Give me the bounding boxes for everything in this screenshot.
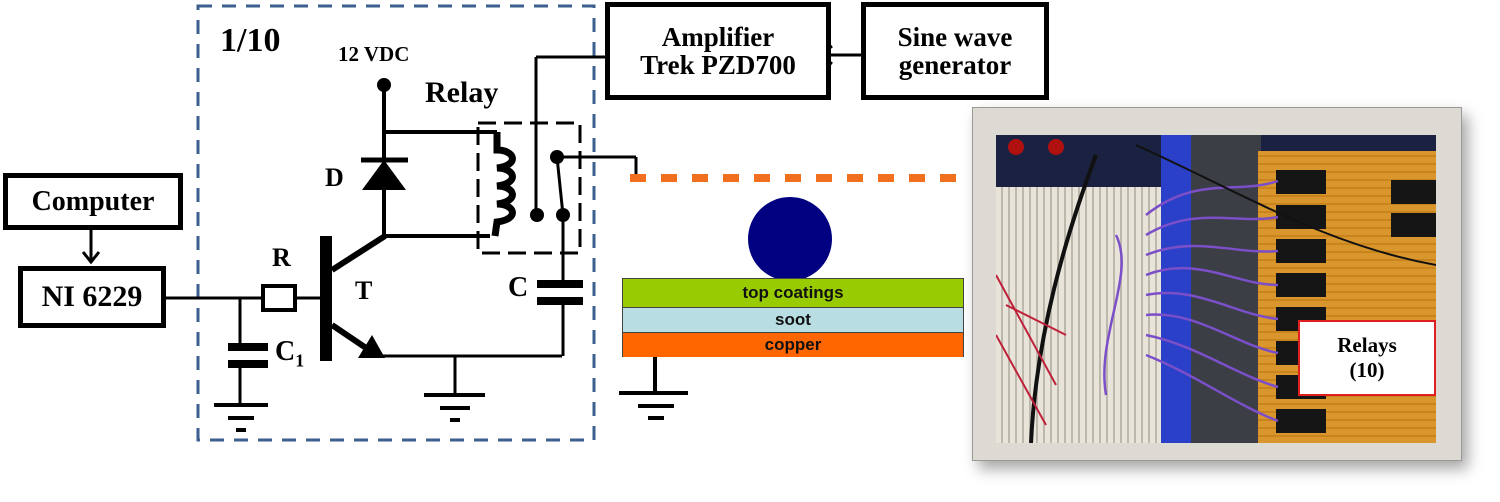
breadboard	[996, 187, 1161, 443]
relays-caption: Relays (10)	[1298, 320, 1436, 396]
relay-coil-symbol	[491, 132, 516, 237]
relays-caption-line2: (10)	[1349, 358, 1385, 382]
transistor-symbol	[320, 236, 332, 361]
generator-block: Sine wave generator	[861, 2, 1049, 100]
computer-label: Computer	[31, 185, 155, 217]
capacitor-label: C	[508, 272, 529, 303]
module-boundary	[196, 4, 596, 442]
capacitor-c1-label: C1	[275, 336, 304, 372]
supply-label: 12 VDC	[338, 42, 410, 66]
arrow-down-icon	[81, 251, 101, 265]
photo-image	[996, 135, 1436, 443]
amplifier-label: Amplifier	[661, 21, 775, 52]
relay-board-photo	[972, 107, 1462, 461]
capacitor-c1-subscript: 1	[295, 350, 305, 371]
daq-label: NI 6229	[41, 280, 143, 314]
generator-label-line1: Sine wave	[897, 21, 1013, 52]
layer-soot: soot	[622, 307, 964, 333]
wires	[996, 139, 1436, 443]
capacitor-c-plate	[537, 280, 583, 288]
computer-block: Computer	[3, 173, 183, 230]
diode-label: D	[325, 163, 344, 192]
amplifier-model-label: Trek PZD700	[640, 50, 796, 80]
layer-copper-label: copper	[764, 335, 822, 354]
generator-label-line2: generator	[898, 50, 1012, 80]
amplifier-block: Amplifier Trek PZD700	[605, 2, 831, 100]
layer-copper: copper	[622, 332, 964, 357]
resistor-label: R	[272, 243, 291, 272]
ground-icon	[619, 357, 688, 420]
layer-top-coatings: top coatings	[622, 278, 964, 308]
transistor-label: T	[355, 276, 373, 305]
daq-block: NI 6229	[18, 266, 166, 328]
module-count-label: 1/10	[220, 22, 281, 59]
relay-switch-arm	[555, 156, 565, 216]
layer-soot-label: soot	[775, 310, 811, 329]
ground-icon	[214, 403, 268, 432]
relay-label: Relay	[425, 76, 499, 109]
relay-boundary	[476, 121, 582, 255]
ground-icon	[424, 356, 485, 422]
layer-top-coatings-label: top coatings	[742, 283, 844, 302]
droplet	[748, 197, 832, 281]
capacitor-c1-plate	[228, 343, 268, 351]
diode-symbol	[361, 157, 408, 190]
resistor-symbol	[261, 284, 297, 312]
relays-caption-line1: Relays	[1337, 332, 1397, 357]
capacitor-c1-letter: C	[275, 336, 296, 367]
